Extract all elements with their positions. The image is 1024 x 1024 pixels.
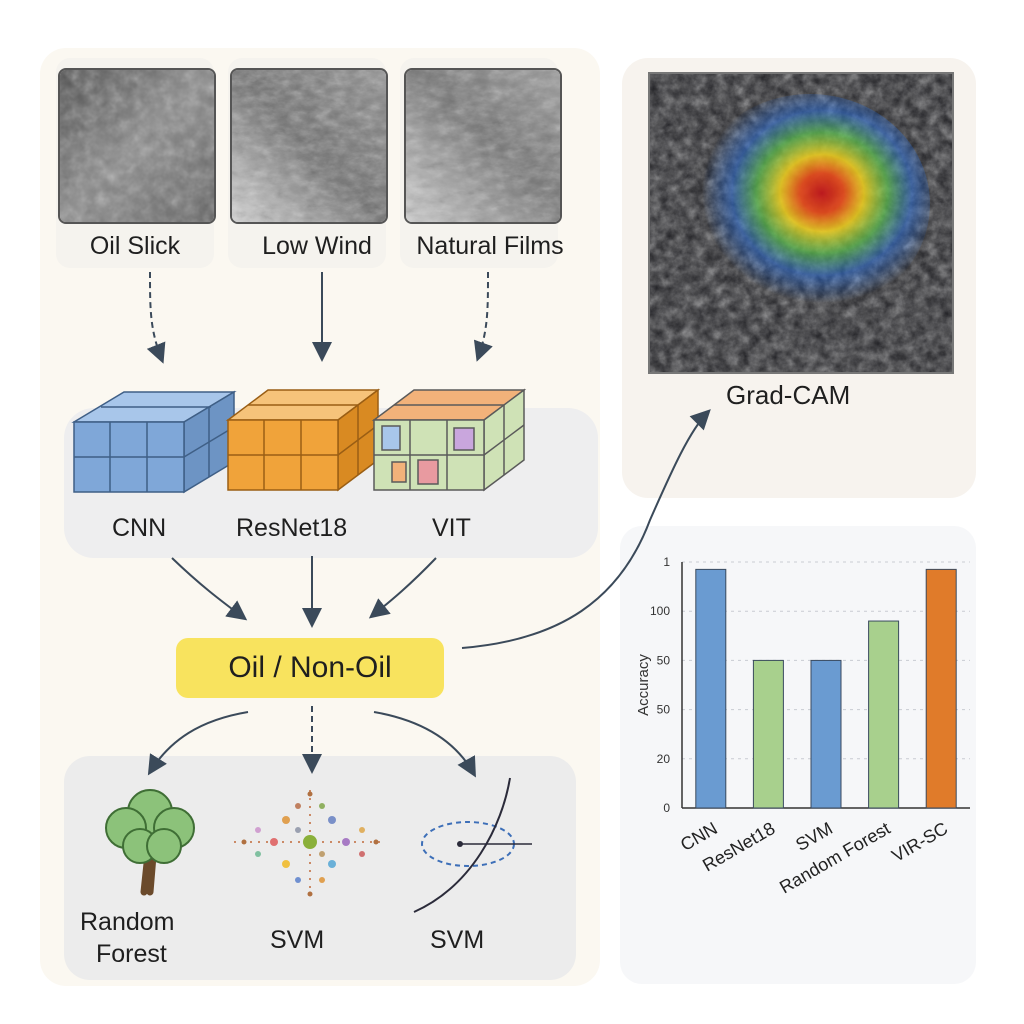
random-forest-label-line1: Random [80, 908, 175, 936]
low-wind-sar-image [230, 68, 388, 224]
model-label-vit: VIT [432, 514, 471, 542]
arrow-vit-to-decision [368, 557, 437, 619]
model-label-cnn: CNN [112, 514, 167, 542]
arrow-cnn-to-decision [171, 557, 248, 621]
x-tick-label: VIR-SC [888, 818, 951, 866]
bar [925, 568, 957, 809]
arrow-decision-to-svm-hyperplane [373, 711, 476, 778]
random-forest-label-line2: Forest [96, 940, 167, 968]
scatter-points-icon [234, 790, 384, 900]
accuracy-chart-panel [620, 526, 976, 984]
classifier-label-random-forest: Random Forest [80, 906, 175, 970]
hyperplane-icon [413, 777, 532, 913]
input-label-natural-films: Natural Films [416, 232, 564, 260]
y-tick-label: 0 [663, 801, 670, 815]
oil-non-oil-decision: Oil / Non-Oil [176, 638, 444, 698]
bar [868, 620, 900, 809]
y-tick-label: 50 [657, 703, 671, 717]
y-tick-label: 20 [657, 752, 671, 766]
model-label-resnet18: ResNet18 [236, 514, 348, 542]
arrow-decision-to-gradcam [461, 409, 711, 649]
bar [695, 568, 727, 809]
bar [752, 659, 784, 809]
y-tick-label: 50 [657, 653, 671, 667]
oil-slick-sar-image [58, 68, 216, 224]
arrow-oil-slick-to-cnn [146, 271, 166, 364]
y-tick-label: 1 [663, 555, 670, 569]
arrow-decision-to-random-forest [147, 711, 249, 776]
gradcam-label: Grad-CAM [726, 380, 851, 410]
input-label-low-wind: Low Wind [262, 232, 372, 260]
arrow-natural-films-to-vit [473, 271, 493, 362]
classifier-label-svm-hyperplane: SVM [430, 926, 485, 954]
cnn-cube-block-icon [71, 390, 237, 494]
classifier-label-svm: SVM [270, 926, 325, 954]
y-axis-label: Accuracy [635, 654, 652, 716]
bar [810, 659, 842, 809]
tree-icon [105, 789, 195, 896]
x-tick-label: Random Forest [776, 818, 893, 897]
natural-films-sar-image [404, 68, 562, 224]
vit-cube-block-icon [371, 388, 527, 492]
input-label-oil-slick: Oil Slick [89, 232, 181, 260]
resnet18-cube-block-icon [225, 388, 381, 492]
gradcam-heatmap-image [648, 72, 954, 374]
y-tick-label: 100 [650, 604, 670, 618]
